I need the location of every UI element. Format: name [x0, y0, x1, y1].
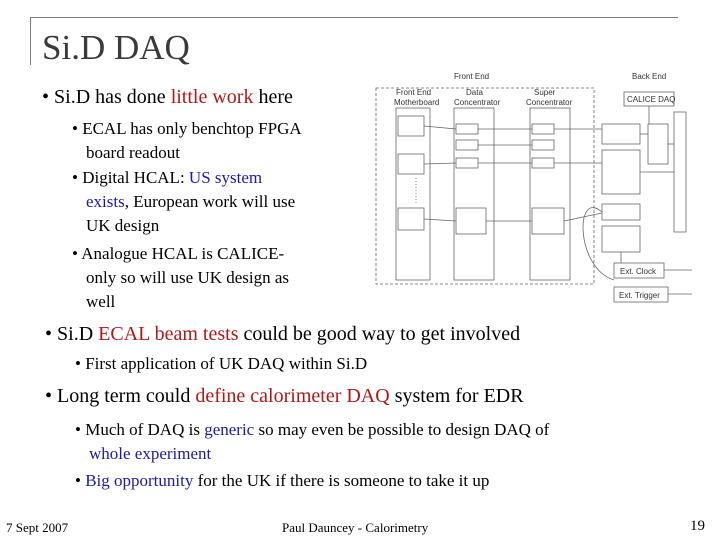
sub-generic-pre: Much of DAQ is [85, 420, 205, 439]
sub-bullet-first-application: • First application of UK DAQ within Si.… [75, 352, 367, 376]
sub-bullet-dhcal: • Digital HCAL: US system exists, Europe… [72, 166, 295, 238]
bullet-2-pre: Si.D [57, 323, 99, 345]
frame-top-line [30, 17, 678, 18]
sub-generic-highlight: generic [204, 420, 255, 439]
bullet-3-highlight: define calorimeter DAQ [195, 385, 390, 407]
bullet-2-highlight: ECAL beam tests [98, 323, 239, 345]
footer-date: 7 Sept 2007 [6, 520, 69, 535]
sub-opportunity-highlight: Big opportunity [85, 471, 194, 490]
bullet-dot: • [72, 244, 82, 263]
bullet-dot: • [75, 354, 86, 373]
bullet-dot: • [72, 119, 83, 138]
slide-title: Si.D DAQ [42, 28, 190, 67]
sub-bullet-generic: • Much of DAQ is generic so may even be … [75, 418, 549, 466]
sub-dhcal-line-3: UK design [86, 216, 160, 235]
sub-ahcal-line-3: well [86, 292, 116, 311]
frame-left-line [30, 17, 31, 65]
diagram-label-super-concentrator-1: Super [534, 88, 556, 97]
bullet-1-post: here [253, 86, 293, 108]
diagram-label-front-end: Front End [454, 72, 489, 81]
sub-generic-post: so may even be possible to design DAQ of [254, 420, 550, 439]
sub-ecal-line-2: board readout [86, 143, 180, 162]
footer-author: Paul Dauncey - Calorimetry [282, 520, 429, 535]
bullet-dot: • [75, 420, 86, 439]
diagram-label-ext-trigger: Ext. Trigger [619, 291, 660, 300]
diagram-label-data-concentrator-1: Data [466, 88, 483, 97]
sub-opportunity-post: for the UK if there is someone to take i… [193, 471, 490, 490]
sub-dhcal-exists: exists [86, 192, 125, 211]
diagram-label-motherboard-1: Front End [396, 88, 431, 97]
bullet-dot: • [72, 168, 83, 187]
bullet-dot: • [45, 385, 53, 407]
sub-first-application-text: First application of UK DAQ within Si.D [85, 354, 368, 373]
sub-ahcal-line-2: only so will use UK design as [86, 268, 290, 287]
bullet-1-pre: Si.D has done [54, 86, 171, 108]
bullet-3-post: system for EDR [389, 385, 524, 407]
sub-dhcal-us-system: US system [188, 168, 263, 187]
bullet-1-highlight: little work [170, 86, 254, 108]
daq-block-diagram: Front End Back End Front End Motherboard… [375, 72, 692, 303]
sub-ahcal-line-1: Analogue HCAL is CALICE- [81, 244, 285, 263]
diagram-label-ext-clock: Ext. Clock [620, 267, 657, 276]
bullet-2: • Si.D ECAL beam tests could be good way… [45, 322, 520, 346]
sub-dhcal-pre: Digital HCAL: [82, 168, 189, 187]
sub-dhcal-line-2: , European work will use [124, 192, 296, 211]
sub-generic-whole-experiment: whole experiment [89, 444, 212, 463]
diagram-label-calice-daq: CALICE DAQ [627, 95, 675, 104]
sub-bullet-ecal: • ECAL has only benchtop FPGA board read… [72, 117, 302, 165]
footer-page-number: 19 [690, 518, 705, 534]
sub-bullet-opportunity: • Big opportunity for the UK if there is… [75, 469, 489, 493]
bullet-2-post: could be good way to get involved [238, 323, 521, 345]
diagram-label-motherboard-2: Motherboard [394, 98, 439, 107]
bullet-dot: • [75, 471, 86, 490]
diagram-label-data-concentrator-2: Concentrator [454, 98, 501, 107]
sub-bullet-ahcal: • Analogue HCAL is CALICE- only so will … [72, 242, 289, 314]
diagram-label-back-end: Back End [632, 72, 666, 81]
bullet-1: • Si.D has done little work here [42, 85, 293, 109]
diagram-label-super-concentrator-2: Concentrator [526, 98, 573, 107]
sub-ecal-line-1: ECAL has only benchtop FPGA [82, 119, 302, 138]
bullet-dot: • [42, 86, 50, 108]
bullet-dot: • [45, 323, 53, 345]
bullet-3-pre: Long term could [57, 385, 196, 407]
bullet-3: • Long term could define calorimeter DAQ… [45, 384, 524, 408]
